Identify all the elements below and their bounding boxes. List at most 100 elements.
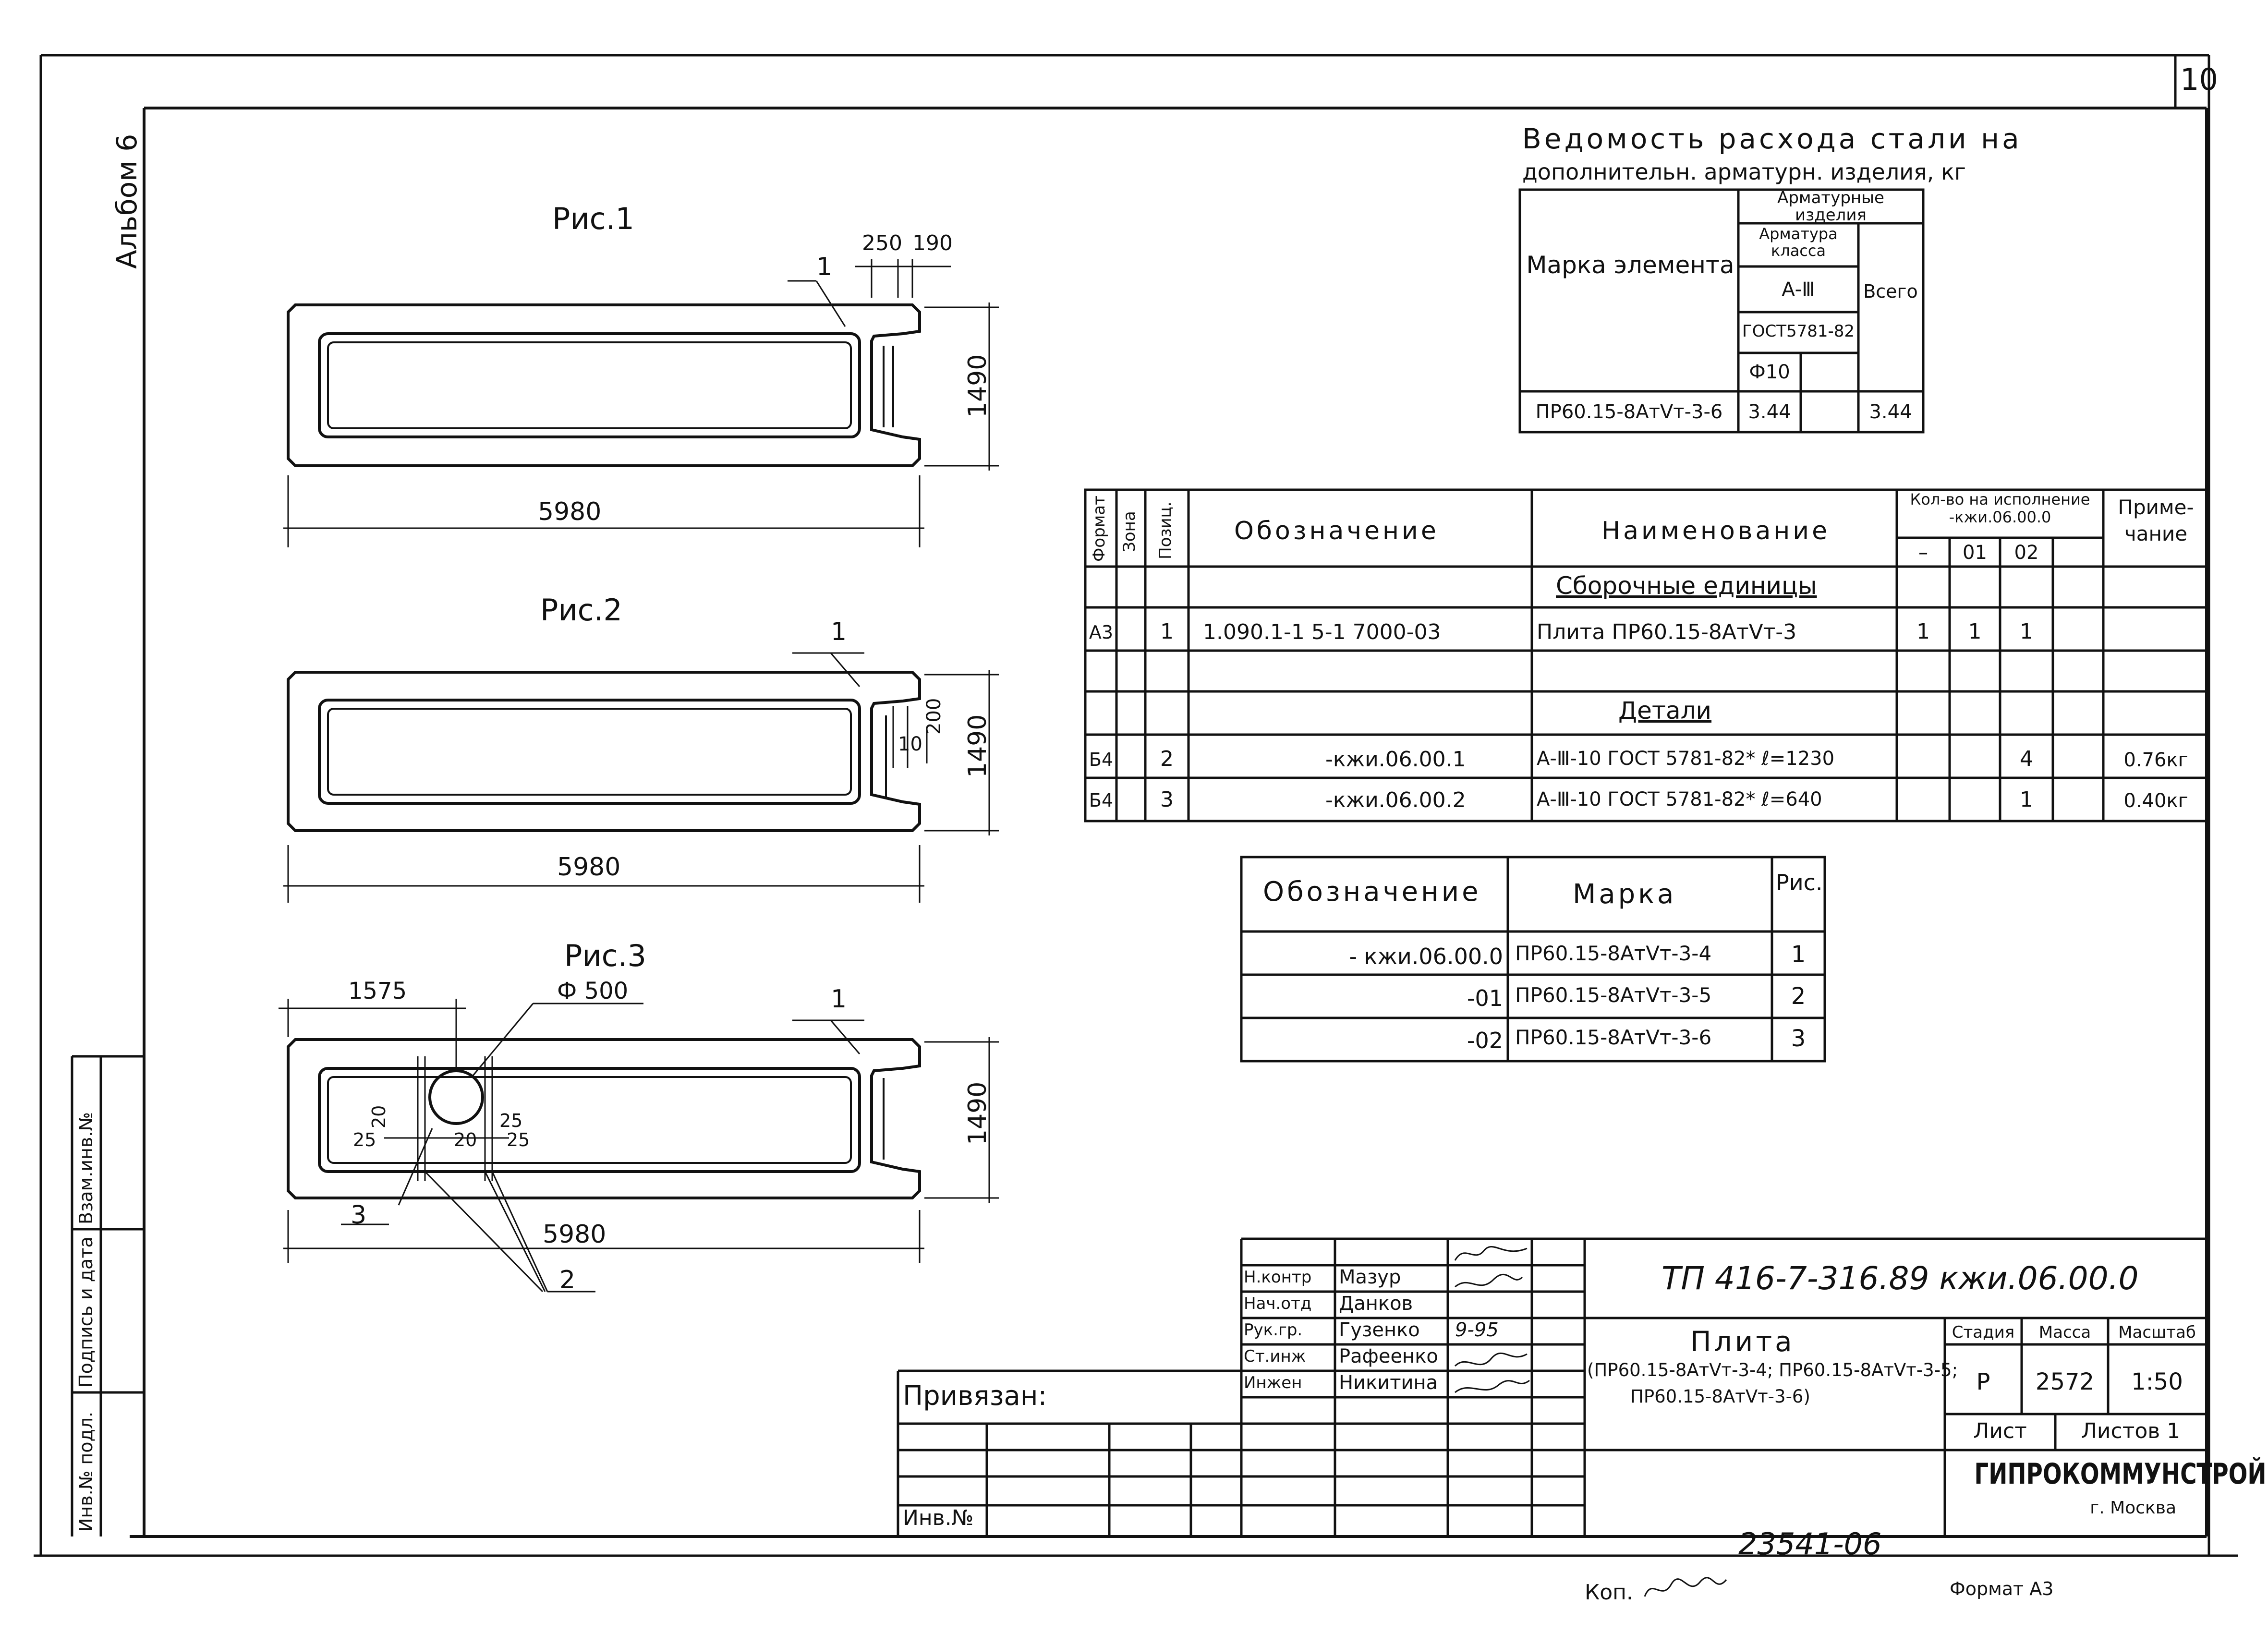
format-label: Формат А3 — [1950, 1578, 2054, 1599]
steel-title-1: Ведомость расхода стали на — [1522, 122, 2022, 155]
stamp-inv: Инв.№ — [903, 1506, 974, 1530]
fig3-dim-b: 25 — [353, 1129, 376, 1150]
spec-table-grid — [1084, 488, 2210, 822]
marks-cell-desig: -02 — [1467, 1028, 1503, 1053]
spec-cell-pos: 2 — [1160, 747, 1174, 771]
spec-cell-q2: 1 — [2020, 619, 2033, 644]
fig3-dim-width: 1490 — [963, 1081, 992, 1145]
stamp-person: Мазур — [1339, 1266, 1401, 1288]
steel-col-class: Арматура класса — [1759, 225, 1838, 260]
spec-h-zone: Зона — [1120, 511, 1139, 552]
spec-h-desig: Обозначение — [1234, 517, 1439, 545]
marks-cell-fig: 1 — [1791, 941, 1806, 968]
marks-h-desig: Обозначение — [1263, 876, 1481, 907]
marks-cell-desig: - кжи.06.00.0 — [1349, 943, 1503, 969]
copy-signature — [1644, 1577, 1727, 1597]
stamp-title: Плита — [1690, 1325, 1795, 1358]
spec-cell-name: А-Ⅲ-10 ГОСТ 5781-82* ℓ=1230 — [1537, 748, 1835, 770]
spec-cell-name: Плита ПР60.15-8АтⅤт-3 — [1537, 620, 1797, 644]
fig3-leader2: 2 — [559, 1266, 576, 1294]
stamp-person: Гузенко — [1339, 1319, 1420, 1341]
fig3-leader1: 1 — [831, 985, 847, 1014]
spec-cell-format: А3 — [1089, 622, 1114, 643]
fig3-title: Рис.3 — [564, 938, 646, 973]
marks-cell-mark: ПР60.15-8АтⅤт-3-5 — [1515, 983, 1712, 1007]
steel-table-grid — [1518, 188, 1925, 434]
stamp-sheet: Лист — [1973, 1419, 2027, 1443]
page-number: 10 — [2180, 62, 2218, 97]
stamp-scale: 1:50 — [2131, 1368, 2183, 1395]
fig2-dim-small2: 10 — [898, 733, 922, 755]
stamp-date-sig: 9-95 — [1455, 1319, 1499, 1341]
stamp-org: ГИПРОКОММУНСТРОЙ — [1974, 1457, 2267, 1491]
spec-cell-pos: 1 — [1160, 619, 1174, 644]
steel-col-total: Всего — [1863, 281, 1918, 302]
fig1-leader: 1 — [816, 253, 833, 281]
fig3-dim-length: 5980 — [543, 1220, 606, 1249]
side-inv-podl: Инв.№ подл. — [75, 1411, 97, 1532]
spec-cell-desig: -кжи.06.00.1 — [1325, 747, 1466, 772]
spec-h-q1: 01 — [1963, 542, 1987, 564]
spec-h-q2: 02 — [2014, 542, 2039, 564]
spec-cell-pos: 3 — [1160, 787, 1174, 812]
album-label: Альбом 6 — [110, 133, 143, 269]
marks-cell-desig: -01 — [1467, 985, 1503, 1011]
fig2-dimensions — [283, 652, 999, 903]
side-vzam: Взам.инв.№ — [75, 1112, 97, 1224]
fig1-dim-top1: 250 — [862, 231, 902, 255]
marks-table-grid — [1240, 856, 1826, 1063]
fig2-title: Рис.2 — [540, 593, 622, 628]
marks-cell-fig: 2 — [1791, 983, 1806, 1010]
spec-cell-q2: 1 — [2020, 787, 2033, 812]
spec-h-qty: Кол-во на исполнение -кжи.06.00.0 — [1910, 490, 2090, 526]
fig3-leader3: 3 — [351, 1201, 367, 1230]
fig3-dim-d: 20 — [454, 1129, 477, 1150]
steel-col-products: Арматурные изделия — [1777, 188, 1884, 225]
stamp-city: г. Москва — [2090, 1498, 2176, 1518]
stamp-person: Рафеенко — [1339, 1345, 1438, 1367]
stamp-role: Инжен — [1244, 1373, 1302, 1392]
fig1-dimensions — [283, 259, 999, 547]
spec-cell-note: 0.40кг — [2123, 790, 2188, 812]
steel-col-dia: Ф10 — [1749, 361, 1790, 383]
spec-cell-desig: -кжи.06.00.2 — [1325, 788, 1466, 812]
signatures — [1454, 1246, 1530, 1393]
stamp-role: Н.контр — [1244, 1268, 1312, 1287]
steel-row-total: 3.44 — [1869, 401, 1912, 423]
spec-cell-format: Б4 — [1089, 790, 1114, 811]
side-podpis: Подпись и дата — [75, 1236, 97, 1388]
steel-row-mark: ПР60.15-8АтⅤт-3-6 — [1535, 401, 1723, 423]
fig1-dim-width: 1490 — [963, 354, 992, 418]
archive-number: 23541-06 — [1738, 1526, 1882, 1561]
stamp-h-scale: Масштаб — [2118, 1323, 2196, 1342]
spec-cell-note: 0.76кг — [2123, 749, 2188, 771]
stamp-role: Рук.гр. — [1244, 1320, 1303, 1340]
spec-h-format: Формат — [1090, 496, 1109, 562]
fig2-dim-width: 1490 — [963, 714, 992, 778]
stamp-mass: 2572 — [2035, 1368, 2095, 1395]
fig2-dim-length: 5980 — [557, 853, 621, 882]
fig1-title: Рис.1 — [552, 201, 634, 236]
fig3-dim-offset: 1575 — [348, 978, 407, 1004]
fig3-dim-hole: Ф 500 — [557, 978, 629, 1004]
steel-col-gost: ГОСТ5781-82 — [1742, 322, 1855, 341]
stamp-subtitle2: ПР60.15-8АтⅤт-3-6) — [1630, 1386, 1810, 1407]
steel-col-mark: Марка элемента — [1526, 251, 1734, 279]
fig3-dim-a: 20 — [368, 1105, 389, 1128]
fig3-dim-c: 25 — [499, 1110, 523, 1131]
spec-cell-name: А-Ⅲ-10 ГОСТ 5781-82* ℓ=640 — [1537, 788, 1822, 810]
stamp-person: Данков — [1339, 1293, 1413, 1315]
steel-title-2: дополнительн. арматурн. изделия, кг — [1522, 159, 1966, 185]
stamp-doc-code: ТП 416-7-316.89 кжи.06.00.0 — [1662, 1260, 2139, 1297]
fig3-dim-e: 25 — [507, 1129, 530, 1150]
fig3-dimensions — [279, 999, 999, 1293]
fig1-dim-length: 5980 — [538, 497, 602, 526]
spec-h-name: Наименование — [1601, 517, 1831, 545]
fig2-slab — [287, 671, 921, 832]
stamp-role: Нач.отд — [1244, 1294, 1312, 1313]
spec-h-note: Приме-чание — [2118, 496, 2194, 545]
fig1-slab — [287, 303, 921, 467]
marks-cell-fig: 3 — [1791, 1025, 1806, 1052]
copied-label: Коп. — [1585, 1580, 1633, 1605]
